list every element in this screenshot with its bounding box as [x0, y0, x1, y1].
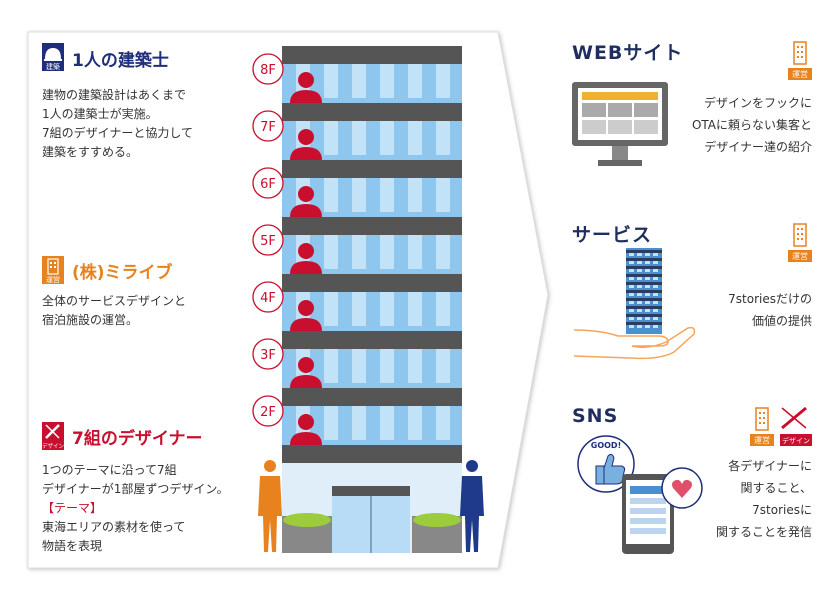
floor-tag: 3F [252, 338, 284, 370]
designer-silhouette [290, 300, 322, 331]
operator-title: (株)ミライブ [72, 263, 173, 283]
monitor-icon [572, 82, 668, 166]
architect-title: 1人の建築士 [72, 46, 169, 71]
role-badge-label: 建築 [46, 62, 60, 71]
operator-desc: 全体のサービスデザインと 宿泊施設の運営。 [42, 294, 187, 327]
badge-label: デザイン [782, 436, 810, 445]
designer-silhouette [290, 357, 322, 388]
floor-slab [282, 388, 462, 406]
floor-labels: 8F 7F 6F 5F 4F 3F 2F [252, 53, 284, 427]
architect-figure [258, 460, 282, 552]
architect-desc: 建物の建築設計はあくまで 1人の建築士が実施。 7組のデザイナーと協力して 建築… [42, 88, 194, 159]
floor-label: 5F [260, 234, 276, 249]
floor-slab [282, 274, 462, 292]
designer-desc-line: 1つのテーマに沿って7組 [42, 463, 177, 477]
floor-label: 8F [260, 63, 276, 78]
designer-silhouette [290, 186, 322, 217]
web-operation-badge: 運営 [788, 41, 812, 80]
designer-title: 7組のデザイナー [72, 429, 203, 449]
section-title-web: WEBサイト [572, 42, 684, 64]
role-badge-label: デザイン [42, 442, 64, 450]
building-windows [296, 64, 450, 497]
designer-desc: 1つのテーマに沿って7組 デザイナーが1部屋ずつデザイン。 【テーマ】 東海エリ… [42, 461, 229, 556]
designer-silhouette [290, 129, 322, 160]
floor-slab [282, 160, 462, 178]
heart-icon [672, 479, 692, 498]
floor-label: 6F [260, 177, 276, 192]
floor-tag: 5F [252, 224, 284, 256]
floor-slab [282, 331, 462, 349]
floor-tag: 7F [252, 110, 284, 142]
section-title-sns: SNS [572, 405, 619, 427]
section-desc-web: デザインをフックに OTAに頼らない集客と デザイナー達の紹介 [691, 96, 812, 154]
operator-figure [460, 460, 484, 552]
floor-slab [282, 103, 462, 121]
designer-silhouette [290, 72, 322, 103]
designer-desc-line: デザイナーが1部屋ずつデザイン。 [42, 482, 229, 496]
designer-pencil-ruler-icon: デザイン [42, 422, 64, 450]
section-desc-service: 7storiesだけの 価値の提供 [728, 292, 812, 328]
designer-desc-line: 東海エリアの素材を使って [42, 520, 186, 534]
floor-slab [282, 46, 462, 64]
sns-badges: 運営 デザイン [750, 406, 812, 446]
floor-label: 7F [260, 120, 276, 135]
hand-holding-building-icon [573, 248, 696, 360]
architect-helmet-icon: 建築 [42, 43, 64, 71]
floor-slab [282, 445, 462, 467]
sns-phone-icon: GOOD! [577, 435, 703, 554]
building-illustration: 8F 7F 6F 5F 4F 3F 2F [252, 46, 484, 553]
building-operation-icon: 運営 [42, 256, 64, 284]
designer-silhouette [290, 243, 322, 274]
section-title-service: サービス [572, 224, 653, 246]
sns-design-badge: デザイン [780, 406, 812, 446]
badge-label: 運営 [792, 251, 808, 261]
designer-silhouette [290, 414, 322, 445]
architect-title-text: 1人の建築士 [72, 51, 169, 71]
designer-desc-line: 物語を表現 [42, 539, 103, 553]
floor-tag: 4F [252, 281, 284, 313]
floor-slab [282, 217, 462, 235]
badge-label: 運営 [754, 435, 770, 445]
floor-label: 3F [260, 348, 276, 363]
floor-tag: 6F [252, 167, 284, 199]
floor-slabs [282, 46, 462, 467]
badge-label: 運営 [792, 69, 808, 79]
designer-silhouettes [290, 72, 322, 445]
floor-label: 4F [260, 291, 276, 306]
floor-tag: 2F [252, 395, 284, 427]
floor-tag: 8F [252, 53, 284, 85]
service-operation-badge: 運営 [788, 223, 812, 262]
section-desc-sns: 各デザイナーに 関すること、 7storiesに 関することを発信 [715, 459, 812, 539]
role-badge-label: 運営 [46, 275, 60, 284]
theme-label: 【テーマ】 [42, 501, 103, 515]
floor-label: 2F [260, 405, 276, 420]
sns-operation-badge: 運営 [750, 407, 774, 446]
good-bubble-text: GOOD! [591, 441, 621, 450]
